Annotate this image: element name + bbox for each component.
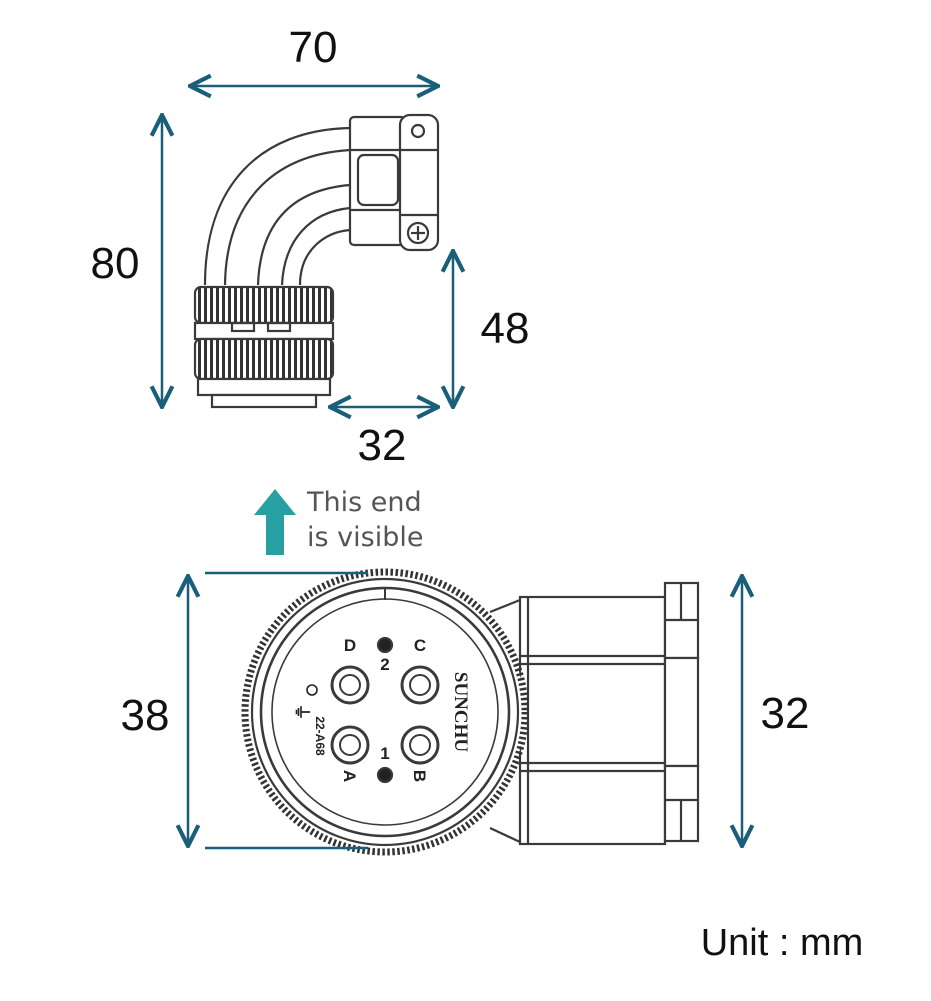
brand-label: SUNCHU [450,672,471,753]
pin-socket-a [330,725,370,765]
elbow-rib-1 [223,148,351,286]
coupling-ring-inner-edge [250,577,520,847]
clamp-ear [398,113,440,252]
rear-clamp-housing [518,595,667,846]
coupling-nut-lower [193,337,335,381]
dim-label-bottom-height: 32 [761,689,810,738]
dim-label-bottom-diameter: 38 [121,691,170,740]
connector-base [196,377,332,397]
earth-mark-icon [306,684,318,696]
dim-label-top-height: 80 [91,239,140,288]
pin-label-a: A [340,770,359,782]
front-view-drawing [241,568,700,856]
coupling-ring-knurl [241,568,529,856]
pin-label-d: D [344,636,356,655]
elbow-rib-2 [256,183,351,286]
ground-symbol-icon: ⏚ [292,704,311,721]
pin-socket-d [330,665,370,705]
up-arrow-icon [254,489,296,555]
side-view-drawing [193,113,440,409]
dim-label-base-width: 32 [358,421,407,470]
visible-end-note-line1: This end [306,487,422,518]
face-markings: D C A B 1 2 SUNCHU 22-A68 ⏚ [292,636,471,782]
key-hole-2 [376,636,394,654]
dim-label-body-height: 48 [481,304,530,353]
clamp-tab-middle [663,656,700,768]
key-number-1: 1 [380,744,389,763]
coupling-band [193,321,335,341]
elbow-outer-edge [203,126,351,286]
unit-label: Unit : mm [701,922,864,964]
dim-label-top-width: 70 [289,23,338,72]
elbow-rib-3 [280,206,351,286]
pin-socket-c [400,665,440,705]
clamp-screw [406,221,430,245]
pin-label-c: C [414,636,426,655]
pin-label-b: B [410,770,429,782]
coupling-nut-upper [193,285,335,325]
elbow-inner-edge [298,228,351,286]
bottom-dimensions [188,571,742,850]
visible-end-indicator: This end is visible [254,487,423,555]
model-label: 22-A68 [313,716,327,756]
key-number-2: 2 [380,655,389,674]
pin-socket-b [400,725,440,765]
connector-tip [210,393,318,409]
key-hole-1 [376,766,394,784]
visible-end-note-line2: is visible [307,522,423,553]
clamp-screw-hole-top [410,123,426,139]
top-dimensions [162,86,453,407]
